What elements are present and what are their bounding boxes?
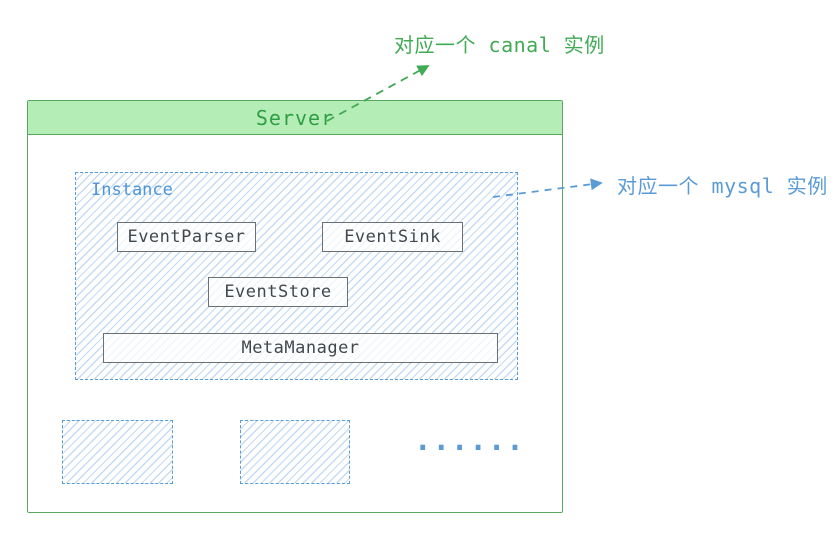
component-box-eventsink: EventSink	[322, 222, 463, 252]
placeholder-instance-box-1	[62, 420, 173, 484]
server-title: Server	[255, 105, 335, 130]
instance-label: Instance	[91, 180, 173, 200]
component-label-eventsink: EventSink	[344, 227, 441, 247]
annotation-canal-instance: 对应一个 canal 实例	[394, 33, 605, 57]
server-box: Server	[27, 100, 563, 513]
ellipsis-dots: ......	[414, 423, 525, 457]
placeholder-instance-box-2	[240, 420, 350, 484]
component-box-eventparser: EventParser	[117, 222, 256, 252]
annotation-mysql-instance: 对应一个 mysql 实例	[617, 174, 828, 198]
component-label-eventparser: EventParser	[127, 227, 246, 247]
server-header: Server	[28, 101, 562, 135]
component-label-metamanager: MetaManager	[241, 338, 360, 358]
component-box-metamanager: MetaManager	[103, 333, 498, 363]
component-label-eventstore: EventStore	[224, 282, 332, 302]
component-box-eventstore: EventStore	[208, 277, 348, 307]
